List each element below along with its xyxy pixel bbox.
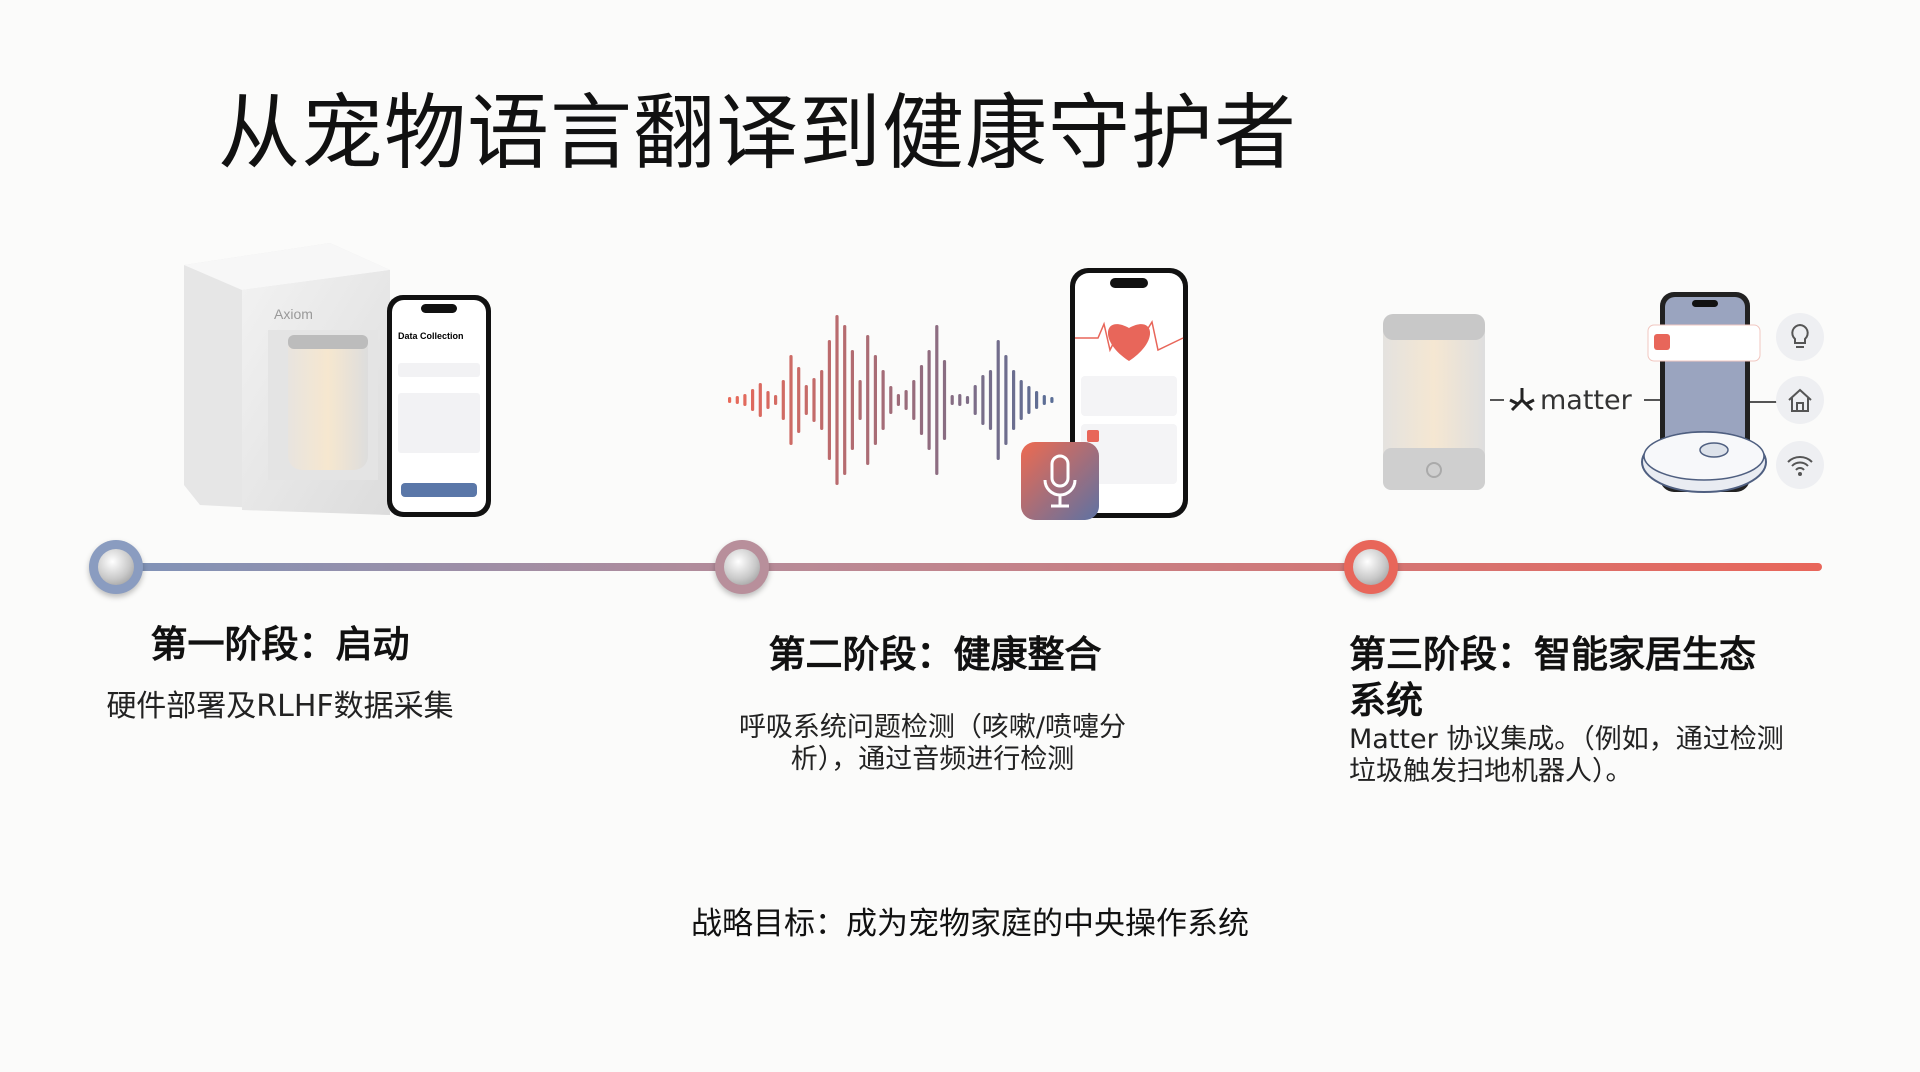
soundwave-bar	[766, 391, 770, 409]
soundwave-bar	[942, 360, 947, 440]
soundwave-bar	[774, 395, 778, 405]
soundwave-bar	[1012, 370, 1016, 430]
home-icon	[1776, 376, 1824, 424]
heart-icon	[1107, 324, 1151, 361]
microphone-icon	[1021, 442, 1099, 520]
soundwave-bar	[812, 378, 816, 422]
soundwave-bar	[858, 380, 862, 420]
soundwave-bar	[1035, 391, 1039, 409]
timeline-track	[116, 563, 1822, 571]
soundwave-bar	[950, 395, 954, 405]
soundwave-bar	[1050, 397, 1054, 403]
phone-robot-vacuum-image	[1641, 292, 1780, 493]
soundwave-icon	[728, 315, 1054, 485]
phase3-heading: 第三阶段：智能家居生态系统	[1349, 633, 1756, 722]
phone-heading: Data Collection	[398, 331, 464, 341]
matter-logo-text: matter	[1540, 385, 1633, 416]
soundwave-bar	[866, 335, 870, 465]
soundwave-bar	[981, 375, 985, 425]
soundwave-bar	[1004, 355, 1008, 445]
wifi-icon	[1776, 441, 1824, 489]
phone-health-monitor-image	[1070, 268, 1188, 518]
soundwave-bar	[820, 370, 824, 430]
soundwave-bar	[935, 325, 939, 475]
soundwave-bar	[988, 370, 993, 430]
timeline-node-phase1	[89, 540, 143, 594]
soundwave-bar	[896, 394, 900, 406]
soundwave-bar	[804, 385, 808, 415]
box-brand-label: Axiom	[274, 306, 313, 322]
soundwave-bar	[1042, 395, 1046, 405]
soundwave-bar	[1019, 380, 1023, 420]
phase1-illustration: Axiom Data Collection	[180, 235, 500, 525]
soundwave-bar	[843, 325, 847, 475]
soundwave-bar	[789, 355, 793, 445]
soundwave-bar	[965, 396, 970, 404]
soundwave-bar	[919, 365, 924, 435]
soundwave-bar	[781, 380, 785, 420]
soundwave-bar	[728, 397, 732, 403]
phase1-description: 硬件部署及RLHF数据采集	[106, 689, 454, 724]
phase3-description: Matter 协议集成。（例如，通过检测垃圾触发扫地机器人）。	[1349, 724, 1784, 787]
soundwave-bar	[996, 340, 1000, 460]
soundwave-bar	[751, 389, 755, 411]
soundwave-bar	[873, 355, 877, 445]
soundwave-bar	[758, 383, 762, 417]
soundwave-bar	[827, 340, 831, 460]
soundwave-bar	[850, 350, 854, 450]
soundwave-bar	[735, 396, 739, 404]
strategic-goal: 战略目标：成为宠物家庭的中央操作系统	[691, 906, 1249, 942]
product-box-image: Axiom	[184, 243, 390, 515]
page-title: 从宠物语言翻译到健康守护者	[218, 86, 1298, 181]
soundwave-bar	[743, 394, 747, 406]
lightbulb-icon	[1776, 313, 1824, 361]
soundwave-bar	[835, 315, 839, 485]
phase1-heading: 第一阶段：启动	[150, 623, 410, 666]
soundwave-bar	[1027, 386, 1031, 414]
phase2-heading: 第二阶段：健康整合	[768, 633, 1102, 676]
soundwave-bar	[797, 367, 801, 433]
soundwave-bar	[927, 350, 931, 450]
phase2-description: 呼吸系统问题检测（咳嗽/喷嚏分析），通过音频进行检测	[738, 712, 1127, 775]
soundwave-bar	[958, 394, 962, 406]
timeline-node-phase2	[715, 540, 769, 594]
soundwave-bar	[904, 390, 908, 410]
soundwave-bar	[889, 386, 893, 414]
smart-lamp-device-image	[1383, 314, 1485, 490]
soundwave-bar	[912, 380, 916, 420]
timeline-node-phase3	[1344, 540, 1398, 594]
phone-data-collection-image: Data Collection	[387, 295, 491, 517]
soundwave-bar	[881, 370, 885, 430]
soundwave-bar	[973, 385, 977, 415]
matter-logo: matter	[1490, 385, 1662, 416]
